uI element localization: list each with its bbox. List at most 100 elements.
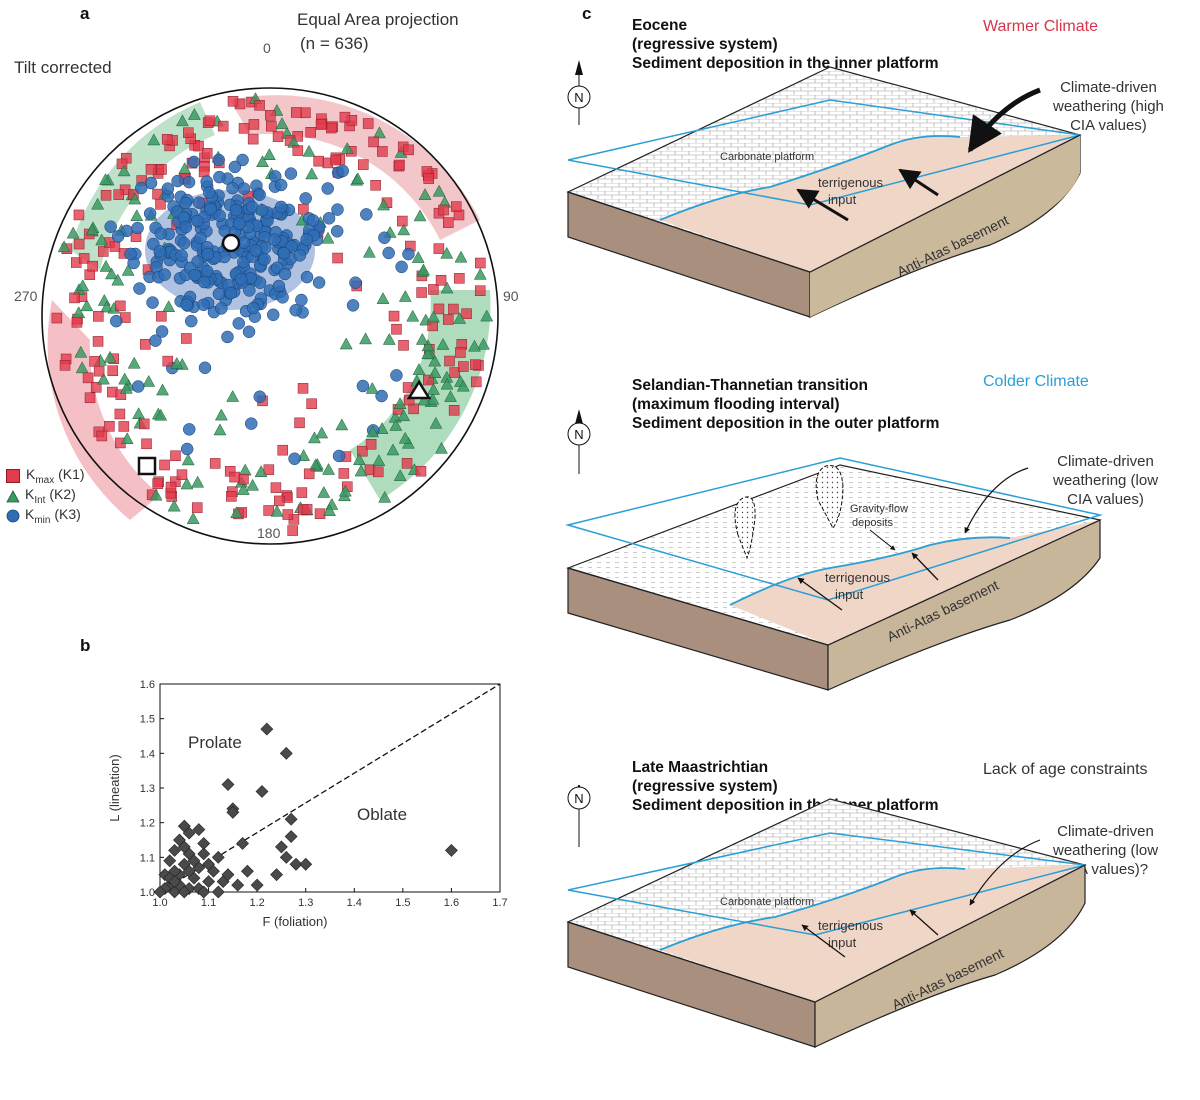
kmin-point (149, 334, 162, 347)
scatter-point (202, 875, 215, 889)
warmer-climate-label: Warmer Climate (983, 18, 1098, 35)
colder-climate-label: Colder Climate (983, 373, 1089, 390)
kmin-point (306, 214, 320, 227)
kmax-point (156, 164, 167, 175)
kint-point (180, 477, 194, 490)
kint-point (440, 281, 454, 294)
y-tick-label: 1.6 (140, 679, 155, 691)
y-tick-label: 1.2 (140, 818, 155, 830)
kint-point (398, 431, 412, 444)
scatter-point (202, 857, 215, 871)
kint-point (75, 361, 89, 374)
kint-point (352, 453, 366, 466)
kmin-point (233, 217, 246, 230)
eocene-block-diagram: N Carbonate platform terrigenous input A… (566, 60, 1082, 318)
sample-count: (n = 636) (300, 34, 369, 53)
kint-point (156, 383, 169, 396)
kmax-point (326, 122, 337, 134)
kmin-point (188, 268, 201, 282)
legend-triangle-icon (6, 489, 20, 502)
kmax-point (274, 495, 285, 507)
kmin-point (378, 231, 391, 245)
kint-point (378, 490, 392, 503)
kint-point (187, 108, 201, 120)
kmax-point (296, 487, 308, 498)
x-tick-label: 1.0 (152, 897, 167, 909)
kmax-point (377, 146, 388, 157)
kint-point (100, 300, 114, 313)
kint-point (366, 425, 380, 438)
kmax-point (403, 394, 415, 406)
kmin-point (330, 225, 344, 238)
kmax-point (315, 119, 327, 130)
kmin-point (194, 231, 207, 245)
kmin-point (244, 417, 258, 430)
kmin-point (143, 207, 157, 220)
kmin-point (247, 301, 260, 315)
kint-point (305, 167, 319, 180)
kmax-point (391, 323, 402, 335)
kmin-point (153, 245, 167, 258)
x-tick-label: 1.5 (395, 897, 410, 909)
kmax-point (165, 481, 177, 493)
kmax-point (51, 312, 63, 324)
scatter-point (221, 868, 235, 882)
direction-270: 270 (14, 288, 38, 304)
kmax-point (301, 504, 313, 515)
scatter-point (260, 722, 274, 736)
kint-point (477, 337, 490, 350)
svg-text:N: N (574, 90, 583, 105)
kmax-point (291, 107, 302, 118)
kint-point (97, 372, 110, 385)
svg-text:input: input (828, 192, 857, 207)
kmax-point (287, 525, 298, 536)
kmax-point (107, 365, 119, 376)
kint-point (230, 506, 244, 519)
kmax-point (277, 444, 288, 456)
kmin-point (299, 192, 312, 205)
kmax-point (416, 287, 427, 298)
kmax-point (170, 450, 181, 462)
kmin-point (177, 237, 191, 250)
kmax-point (109, 241, 121, 252)
kint-point (393, 397, 407, 410)
kmax-point (96, 430, 108, 442)
kmin-point (228, 160, 242, 174)
kint-point (176, 114, 189, 127)
kint-point (444, 390, 457, 402)
kmax-point (394, 159, 405, 171)
kmax-point (357, 445, 368, 457)
y-axis-label: L (lineation) (107, 754, 122, 821)
kint-point (130, 209, 144, 222)
panel-a-letter: a (80, 4, 90, 23)
k3-mean-marker (221, 233, 241, 253)
kmax-point (300, 107, 311, 119)
kint-point (270, 504, 284, 517)
kint-point (66, 226, 80, 239)
kmin-point (331, 203, 344, 216)
stereonet (41, 87, 499, 545)
stereonet-plot (41, 87, 499, 545)
kmax-point (229, 471, 240, 483)
kmax-point (313, 155, 324, 167)
kint-point (427, 310, 440, 323)
kint-point (322, 462, 335, 475)
kint-point (74, 345, 88, 358)
kmin-point (258, 253, 271, 266)
kmax-point (305, 127, 316, 138)
scatter-point (197, 847, 211, 861)
kmin-point (332, 449, 346, 463)
kmax-point (474, 285, 486, 296)
kint-point (480, 309, 494, 322)
kint-point (436, 338, 450, 350)
weathering-high-label: Climate-driven weathering (high CIA valu… (1053, 79, 1164, 134)
kint-point (373, 126, 386, 139)
gravity-flow-label: Gravity-flow (850, 503, 908, 515)
kmin-point (274, 200, 288, 214)
kint-point (393, 469, 407, 481)
kmin-point (224, 286, 238, 300)
kmin-point (155, 325, 169, 338)
kmin-point (232, 317, 246, 330)
kmin-point (295, 293, 308, 307)
